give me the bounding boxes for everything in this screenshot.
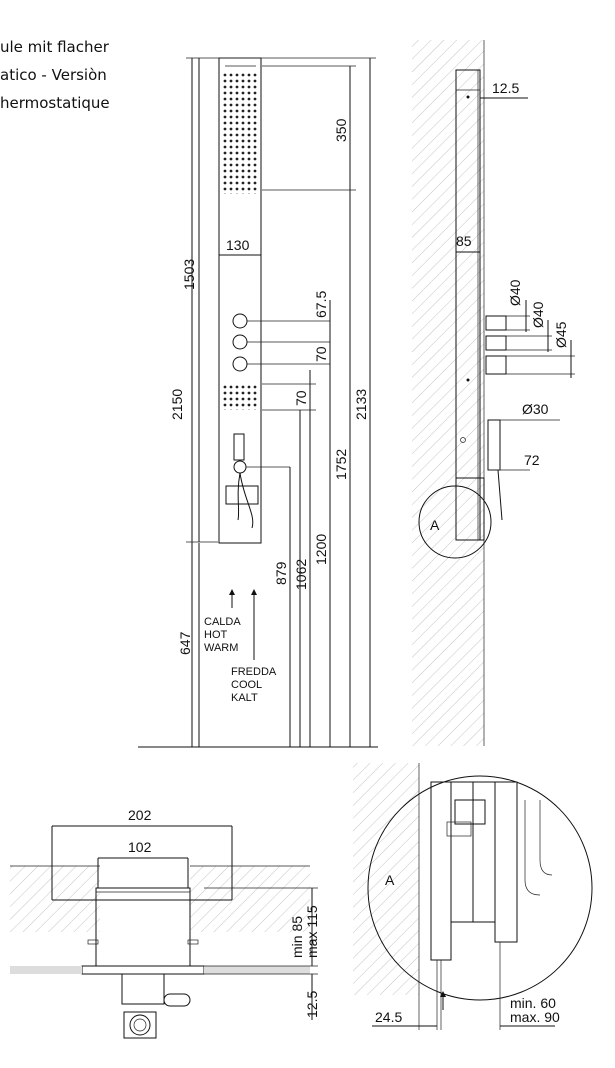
- hand-shower-outlet: [233, 460, 247, 474]
- dim-dia40-a: Ø40: [507, 279, 523, 306]
- hot-label-1: CALDA: [204, 616, 241, 628]
- dim-max-115: max 115: [304, 905, 320, 958]
- dim-1503: 1503: [181, 259, 197, 290]
- hot-label-3: WARM: [204, 642, 238, 654]
- header-line-2: atico - Versiòn: [0, 66, 107, 84]
- dim-dia45: Ø45: [553, 321, 569, 348]
- dim-102: 102: [128, 839, 152, 855]
- cold-label-3: KALT: [231, 692, 258, 704]
- dim-min-85: min 85: [289, 916, 305, 958]
- dim-70-a: 70: [313, 346, 329, 362]
- rain-head-dots: [223, 72, 257, 194]
- dim-2150: 2150: [169, 389, 185, 420]
- wall-hatch-plan-left: [10, 866, 100, 932]
- dim-72: 72: [524, 452, 540, 468]
- hand-shower-holder: [233, 433, 245, 461]
- wall-hatch-side: [412, 40, 484, 746]
- dim-1062: 1062: [293, 559, 309, 590]
- dim-1200: 1200: [313, 534, 329, 565]
- control-knob-2: [232, 334, 248, 350]
- dim-dia30: Ø30: [522, 401, 549, 417]
- cold-label-1: FREDDA: [231, 666, 277, 678]
- detail-a-label: A: [385, 872, 395, 888]
- detail-a-view: A 24.5 min. 60 max. 90: [353, 763, 593, 1030]
- dim-70-b: 70: [293, 390, 309, 406]
- dim-1752: 1752: [333, 449, 349, 480]
- detail-a-circle-side: [418, 485, 492, 559]
- dim-67-5: 67.5: [313, 291, 329, 318]
- hot-label-2: HOT: [204, 629, 228, 641]
- dim-12-5-plan: 12.5: [304, 991, 320, 1018]
- header-line-1: ule mit flacher: [0, 38, 109, 56]
- wall-hatch-plan-right: [190, 866, 310, 932]
- dim-min-60: min. 60: [510, 995, 556, 1011]
- detail-a-circle: [367, 775, 593, 1001]
- dim-dia40-b: Ø40: [530, 301, 546, 328]
- dim-202: 202: [128, 807, 152, 823]
- dim-24-5: 24.5: [375, 1009, 402, 1025]
- dim-350: 350: [333, 118, 349, 142]
- header-line-3: hermostatique: [0, 94, 110, 112]
- dim-130: 130: [226, 237, 250, 253]
- side-view: 12.5 85 Ø40 Ø40 Ø45 Ø30 72 A: [412, 40, 575, 746]
- control-knob-3: [232, 356, 248, 372]
- plan-view: 202 102 min 85 max 115 12.5: [10, 807, 320, 1039]
- cold-label-2: COOL: [231, 679, 262, 691]
- dim-85: 85: [456, 233, 472, 249]
- control-knob-1: [232, 313, 248, 329]
- dim-2133: 2133: [353, 389, 369, 420]
- dim-12-5-side: 12.5: [492, 80, 519, 96]
- body-jet-dots: [223, 384, 257, 410]
- detail-a-label-side: A: [430, 517, 440, 533]
- dim-647: 647: [177, 631, 193, 655]
- dim-max-90: max. 90: [510, 1009, 560, 1025]
- dim-879: 879: [273, 561, 289, 585]
- front-view: 350 130 1503 2150 67.5 70 70 2133 1752 1…: [138, 57, 378, 748]
